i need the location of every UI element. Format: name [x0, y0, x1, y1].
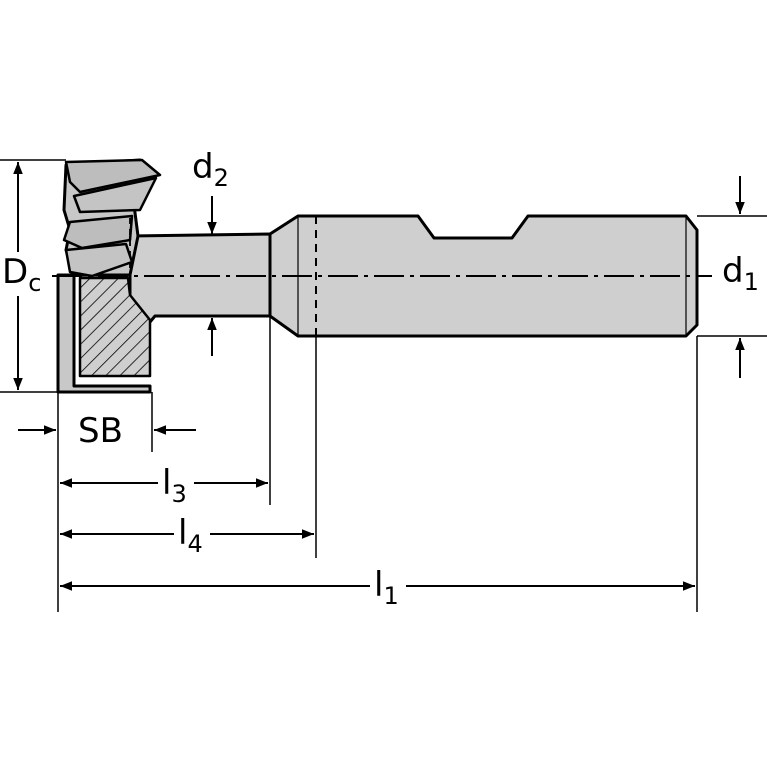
- dc-label-bg: [0, 252, 44, 296]
- l1-label: l1: [374, 565, 399, 610]
- neck: [128, 232, 272, 324]
- cutter-head: [56, 158, 162, 394]
- tooth-1: [64, 158, 162, 194]
- d1-label: d1: [722, 251, 759, 296]
- d1-label-bg: [716, 254, 764, 298]
- l4-label: l4: [178, 513, 203, 558]
- head-section-hatch: [78, 276, 152, 378]
- l3-label-bg: [158, 462, 194, 502]
- extension-lines: [0, 159, 767, 612]
- tooth-4: [64, 242, 134, 278]
- dc-label: Dc: [2, 252, 41, 297]
- tooth-2: [72, 176, 158, 214]
- tooth-3: [62, 214, 134, 250]
- dimension-labels: Dc d2 d1 SB l3 l4 l1: [0, 147, 764, 610]
- l1-label-bg: [370, 564, 406, 604]
- neck-body: [128, 232, 272, 324]
- d2-label: d2: [192, 147, 229, 192]
- sb-label: SB: [78, 411, 123, 451]
- l3-label: l3: [162, 463, 187, 508]
- l4-label-bg: [174, 512, 210, 552]
